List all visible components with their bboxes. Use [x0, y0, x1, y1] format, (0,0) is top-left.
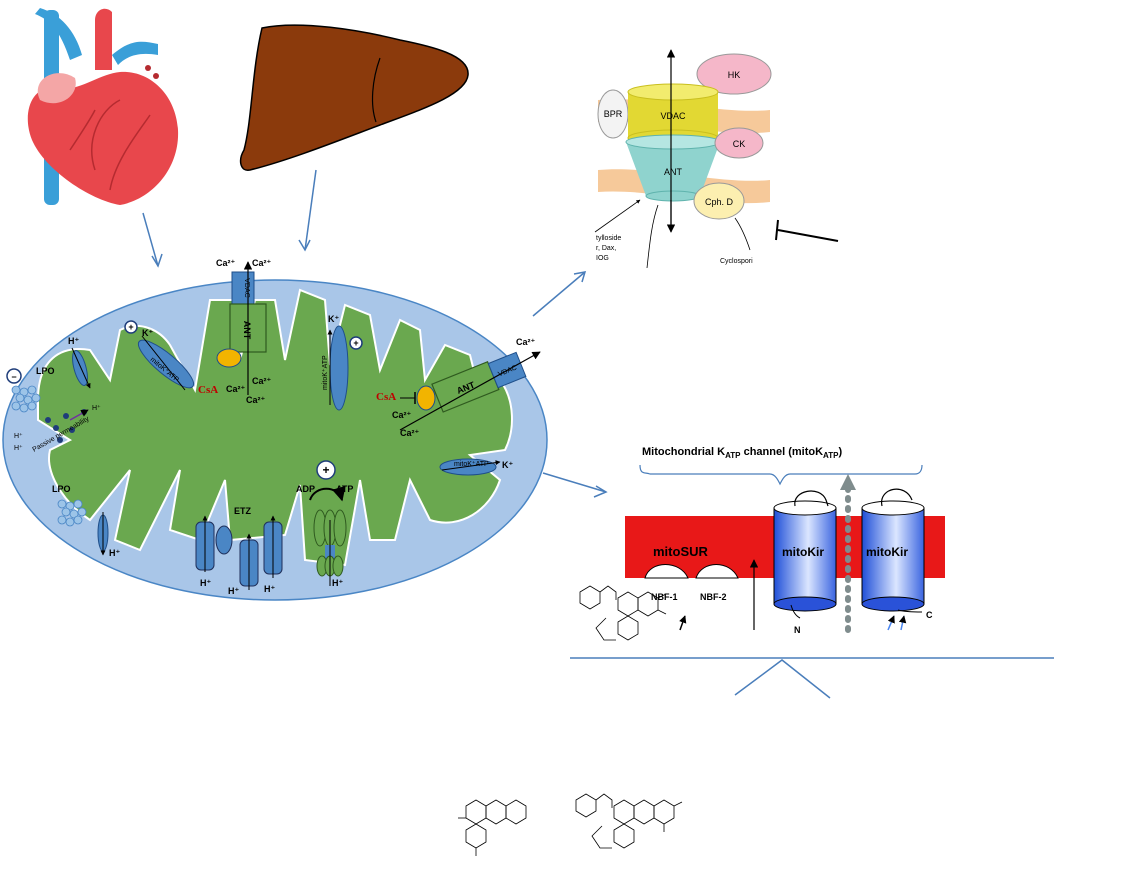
- passive-permeability-protons: [45, 409, 89, 443]
- mitok-channel-right: [439, 458, 497, 476]
- mptp-left-note-3: IOG: [596, 255, 609, 262]
- mitokir-cylinder-1: [773, 500, 837, 612]
- ca-label-mid-1: Ca²⁺: [226, 384, 246, 394]
- lpo-label-top: LPO: [36, 366, 55, 376]
- connector-arrows: [142, 169, 1054, 699]
- k-label-middle: K⁺: [328, 314, 339, 324]
- chemical-structure-panel: [458, 585, 683, 856]
- mitok-channel-middle: [329, 325, 349, 411]
- bpr-label: BPR: [604, 109, 623, 119]
- mitokir-label-2: mitoKir: [866, 545, 908, 559]
- liver-icon: [239, 24, 469, 171]
- h-label-passive-1: H⁺: [14, 432, 23, 440]
- csa-label-right: CsA: [376, 391, 396, 403]
- minus-sign: −: [11, 372, 16, 382]
- h-label-etz-3: H⁺: [264, 584, 275, 594]
- lpo-cluster-bottom: [57, 499, 87, 527]
- plus-sign-atp: +: [322, 463, 329, 477]
- mitosur-label: mitoSUR: [653, 544, 709, 559]
- heart-icon: [27, 8, 179, 206]
- plus-badge-left: [124, 320, 138, 334]
- cyclophilin-right: [416, 385, 436, 411]
- mptp-left-note-1: tylloside: [596, 235, 621, 242]
- n-terminus-label: N: [794, 625, 801, 635]
- mitokatp-panel: Mitochondrial KATP channel (mitoKATP) mi…: [625, 446, 945, 635]
- ca-label-top-2: Ca²⁺: [252, 258, 272, 268]
- ca-label-mid-3: Ca²⁺: [246, 395, 266, 405]
- h-label-left-top: H⁺: [68, 336, 79, 346]
- mptp-left-note-2: r, Dax,: [596, 245, 616, 252]
- mitok-label-middle: mitoK⁺ATP: [321, 355, 329, 390]
- plus-sign-left: +: [128, 322, 133, 332]
- ant-label-vertical: ANT: [242, 321, 252, 340]
- h-label-atp: H⁺: [332, 578, 343, 588]
- ant-label-mptp: ANT: [664, 167, 683, 177]
- mitokatp-title: Mitochondrial KATP channel (mitoKATP): [642, 446, 842, 460]
- h-label-etz-1: H⁺: [200, 578, 211, 588]
- ck-label: CK: [733, 139, 746, 149]
- k-label-left: K⁺: [142, 328, 153, 338]
- cyclosporin-label: Cyclospori: [720, 258, 753, 265]
- nbf2-label: NBF-2: [700, 592, 727, 602]
- minus-badge: [6, 368, 22, 384]
- mitok-label-right: mitoK⁺ATP: [454, 460, 489, 468]
- h-label-passive-3: H⁺: [92, 404, 101, 412]
- ca-label-right-2: Ca²⁺: [400, 428, 420, 438]
- mitochondrion: − LPO LPO H⁺ H⁺ H⁺ Passive permeability …: [2, 258, 548, 601]
- hk-protein: [696, 53, 772, 95]
- plus-sign-middle: +: [353, 338, 358, 348]
- c-terminus-label: C: [926, 610, 933, 620]
- mitok-channel-left: [137, 339, 195, 389]
- lpo-label-bottom: LPO: [52, 484, 71, 494]
- ca-label-right-1: Ca²⁺: [392, 410, 412, 420]
- h-label-bottom-left: H⁺: [109, 548, 120, 558]
- plus-badge-atp: [316, 460, 336, 480]
- lpo-cluster-top: [11, 385, 41, 413]
- ca-label-top-1: Ca²⁺: [216, 258, 236, 268]
- cyclophilin-left: [216, 348, 242, 368]
- plus-badge-middle: [349, 336, 363, 350]
- h-label-passive-2: H⁺: [14, 444, 23, 452]
- adp-label: ADP: [296, 484, 315, 494]
- ck-protein: [714, 127, 764, 159]
- mptp-panel: HK BPR VDAC ANT CK Cph. D tylloside r, D…: [594, 49, 839, 269]
- ant-cone: [625, 134, 721, 202]
- ca-label-right-top: Ca²⁺: [516, 337, 536, 347]
- hk-label: HK: [728, 70, 741, 80]
- mitokir-cylinder-2: [861, 500, 925, 612]
- h-label-etz-2: H⁺: [228, 586, 239, 596]
- vdac-label-mptp: VDAC: [660, 111, 686, 121]
- vdac-label-vertical: VDAC: [243, 278, 250, 297]
- csa-label-left: CsA: [198, 384, 218, 396]
- etz-label: ETZ: [234, 506, 252, 516]
- ca-label-mid-2: Ca²⁺: [252, 376, 272, 386]
- nbf1-label: NBF-1: [651, 592, 678, 602]
- cyclophilin-d-protein: [693, 182, 745, 220]
- h-channel-left: [72, 350, 88, 386]
- cyclophilin-d-label: Cph. D: [705, 197, 734, 207]
- mitokir-label-1: mitoKir: [782, 545, 824, 559]
- k-label-right: K⁺: [502, 460, 513, 470]
